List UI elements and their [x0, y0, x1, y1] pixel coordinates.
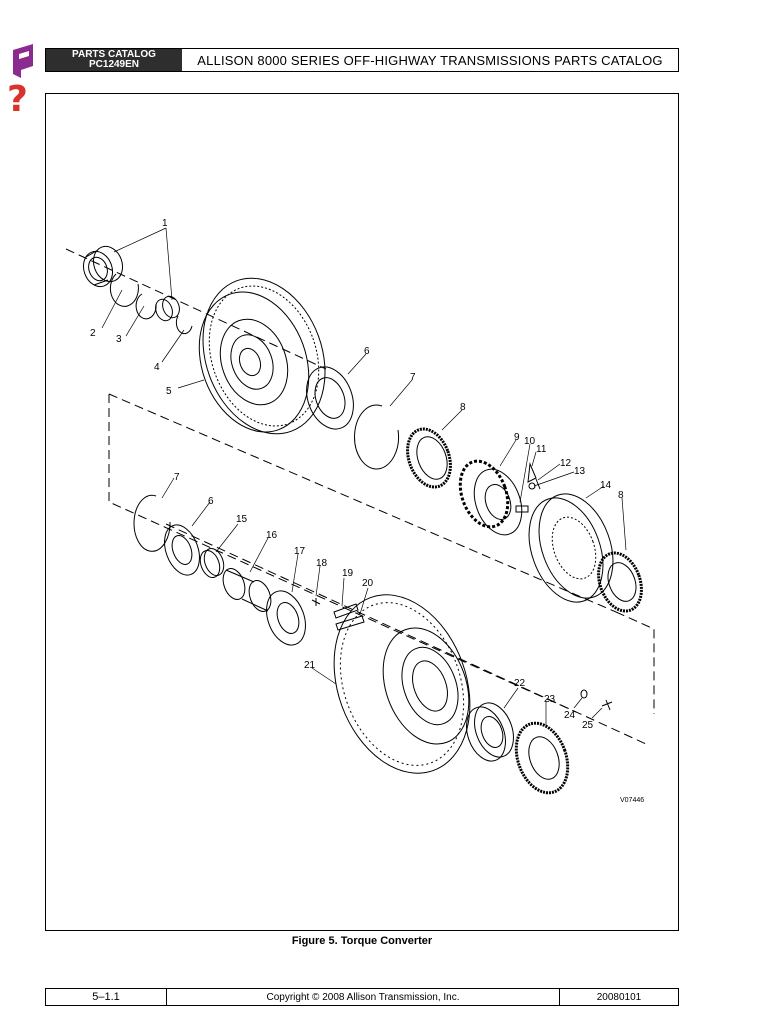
part-gear-23: [514, 721, 570, 795]
part-hub-9: [458, 459, 523, 536]
help-symbol: ?: [7, 79, 28, 120]
callout-23: 23: [544, 694, 556, 705]
callout-17: 17: [294, 546, 306, 557]
callout-8-right: 8: [618, 490, 624, 501]
callout-9: 9: [514, 432, 520, 443]
callout-11: 11: [536, 444, 547, 455]
part-bearing-15: [199, 547, 225, 579]
callout-16: 16: [266, 530, 278, 541]
badge-line-1: PARTS CATALOG: [72, 49, 156, 60]
part-washer-24: [580, 689, 588, 699]
part-bolt-25: [601, 699, 613, 711]
part-snap-ring-4: [175, 315, 193, 335]
part-bearing-small: [155, 295, 180, 322]
part-key-10: [515, 505, 529, 513]
page-header: PARTS CATALOG PC1249EN ALLISON 8000 SERI…: [45, 48, 679, 72]
callout-15: 15: [236, 514, 248, 525]
part-thrust-washer-6: [306, 366, 354, 430]
catalog-badge: PARTS CATALOG PC1249EN: [46, 49, 182, 71]
leader-lines: [101, 227, 627, 726]
callout-10: 10: [524, 436, 536, 447]
callout-21: 21: [304, 660, 316, 671]
part-snap-ring-7: [354, 404, 399, 470]
part-bearing-22: [466, 702, 514, 762]
callout-18: 18: [316, 558, 328, 569]
callout-6: 6: [364, 346, 370, 357]
part-turbine-5: [198, 277, 326, 435]
question-mark-icon[interactable]: ?: [7, 82, 39, 118]
page-footer: 5–1.1 Copyright © 2008 Allison Transmiss…: [45, 988, 679, 1006]
badge-line-2: PC1249EN: [88, 59, 140, 70]
part-gear-8-right: [597, 551, 643, 613]
part-thrust-washer-6-lower: [164, 524, 200, 576]
callout-13: 13: [574, 466, 586, 477]
drawing-id: V07446: [620, 797, 644, 804]
part-bolt-18: [311, 598, 321, 606]
catalog-book-icon[interactable]: [9, 44, 37, 78]
axis-line-lower: [165, 523, 647, 745]
part-snap-ring-7-lower: [133, 494, 171, 552]
callout-7-lower: 7: [174, 472, 180, 483]
part-lock-plate-20: [335, 615, 365, 631]
callout-2: 2: [90, 328, 96, 339]
part-bearing-1: [82, 245, 124, 288]
callout-5: 5: [166, 386, 172, 397]
part-seal-17: [266, 590, 306, 646]
axis-line-left: [108, 394, 577, 713]
part-stator-14: [528, 493, 614, 603]
axis-line-upper: [65, 248, 327, 370]
figure-caption: Figure 5. Torque Converter: [291, 935, 433, 947]
callout-7: 7: [410, 372, 416, 383]
part-gear-8: [406, 427, 452, 489]
callout-20: 20: [362, 578, 374, 589]
part-lock-plate-19: [333, 603, 359, 619]
callout-22: 22: [514, 678, 526, 689]
callout-8: 8: [460, 402, 466, 413]
header-title: ALLISON 8000 SERIES OFF-HIGHWAY TRANSMIS…: [197, 52, 663, 68]
callout-1: 1: [162, 218, 168, 229]
callout-25: 25: [582, 720, 594, 731]
part-snap-ring-3: [135, 293, 157, 320]
page-number: 5–1.1: [46, 989, 167, 1005]
part-spring-12: [535, 478, 541, 490]
part-snap-ring-2: [109, 273, 139, 307]
axis-line-right: [615, 611, 655, 714]
exploded-view-drawing: 1 2 3 4 5 6 7 8 9 10 11 12 13 14 8 7 6 1…: [65, 218, 655, 804]
figure-frame: 1 2 3 4 5 6 7 8 9 10 11 12 13 14 8 7 6 1…: [45, 93, 679, 931]
axis-line-top: [108, 393, 617, 613]
part-sleeve-16: [222, 568, 272, 612]
callout-12: 12: [560, 458, 572, 469]
callout-19: 19: [342, 568, 354, 579]
callout-24: 24: [564, 710, 576, 721]
copyright-text: Copyright © 2008 Allison Transmission, I…: [167, 989, 560, 1005]
callout-3: 3: [116, 334, 122, 345]
part-pump-cover-21: [333, 594, 471, 774]
callout-4: 4: [154, 362, 160, 373]
callout-6-lower: 6: [208, 496, 214, 507]
part-pin-11: [527, 462, 537, 483]
callout-14: 14: [600, 480, 612, 491]
revision-date: 20080101: [596, 991, 642, 1003]
